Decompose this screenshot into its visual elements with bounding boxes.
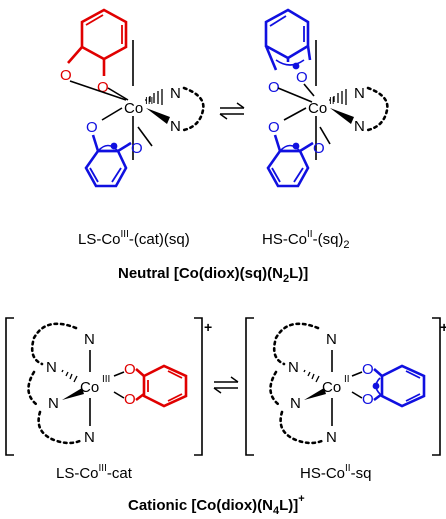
semiquinone-ring (84, 134, 132, 188)
hashed-wedge (145, 89, 163, 105)
oxygen-atom: O (313, 140, 325, 157)
bold-wedge (304, 388, 326, 400)
svg-text:LS-CoIII-cat: LS-CoIII-cat (56, 463, 133, 482)
cationic-hs-complex: + N N N N Co II O O (245, 317, 446, 456)
neutral-ls-complex: O O Co III N N O O (60, 8, 205, 188)
nitrogen-atom: N (48, 395, 59, 412)
oxidation-state: III (102, 374, 110, 385)
co-bonds (277, 40, 331, 160)
oxygen-atom: O (362, 361, 374, 378)
oxidation-state: II (344, 374, 350, 385)
cationic-ls-complex: + N N N N Co III O O (5, 317, 212, 456)
neutral-hs-complex: O O Co II N N O O (264, 8, 389, 188)
cobalt-atom: Co (308, 100, 327, 117)
nitrogen-atom: N (170, 85, 181, 102)
semiquinone-ring (266, 134, 314, 188)
cationic-title: Cationic [Co(diox)(N4L)]+ (128, 493, 305, 517)
square-bracket (245, 317, 441, 456)
nitrogen-atom: N (354, 85, 365, 102)
neutral-ls-label: LS-CoIII-(cat)(sq) (78, 229, 190, 248)
nitrogen-atom: N (326, 429, 337, 446)
nitrogen-atom: N (354, 118, 365, 135)
chelate-backbone (366, 86, 389, 132)
radical-dot (292, 62, 300, 70)
radical-dot (372, 382, 380, 390)
oxygen-atom: O (268, 79, 280, 96)
cobalt-atom: Co (124, 100, 143, 117)
charge-sign: + (440, 319, 446, 335)
radical-dot (292, 142, 300, 150)
macrocycle-backbone (27, 322, 84, 445)
nitrogen-atom: N (84, 331, 95, 348)
hashed-wedge (329, 89, 347, 105)
nitrogen-atom: N (84, 429, 95, 446)
radical-dot (110, 142, 118, 150)
charge-sign: + (204, 319, 212, 335)
catecholate-ring (67, 8, 128, 76)
macrocycle-backbone (269, 322, 326, 445)
semiquinone-ring (264, 8, 312, 71)
oxygen-atom: O (124, 361, 136, 378)
svg-text:LS-CoIII-(cat)(sq): LS-CoIII-(cat)(sq) (78, 229, 190, 248)
cobalt-atom: Co (80, 379, 99, 396)
oxygen-atom: O (268, 119, 280, 136)
bold-wedge (330, 108, 354, 124)
nitrogen-atom: N (290, 395, 301, 412)
square-bracket (5, 317, 203, 456)
hashed-wedge (61, 369, 78, 383)
cobalt-atom: Co (322, 379, 341, 396)
chelate-backbone (182, 86, 205, 132)
neutral-hs-label: HS-CoII-(sq)2 (262, 229, 350, 251)
oxygen-atom: O (296, 69, 308, 86)
nitrogen-atom: N (46, 359, 57, 376)
equilibrium-arrows (213, 376, 239, 394)
catecholate-ring (135, 364, 188, 408)
svg-text:Cationic [Co(diox)(N4L)]+: Cationic [Co(diox)(N4L)]+ (128, 493, 305, 517)
bold-wedge (62, 388, 84, 400)
neutral-title: Neutral [Co(diox)(sq)(N2L)] (118, 265, 308, 285)
oxygen-atom: O (60, 67, 72, 84)
cationic-ls-label: LS-CoIII-cat (56, 463, 133, 482)
co-bonds (69, 40, 153, 160)
oxygen-atom: O (86, 119, 98, 136)
bold-wedge (146, 108, 170, 124)
co-bonds (89, 350, 125, 426)
oxygen-atom: O (97, 79, 109, 96)
semiquinone-ring (373, 364, 426, 408)
nitrogen-atom: N (326, 331, 337, 348)
svg-text:HS-CoII-sq: HS-CoII-sq (300, 463, 371, 482)
co-bonds (331, 350, 363, 426)
oxidation-state: II (329, 96, 335, 107)
cationic-hs-label: HS-CoII-sq (300, 463, 371, 482)
equilibrium-arrows (219, 102, 245, 120)
nitrogen-atom: N (170, 118, 181, 135)
oxygen-atom: O (124, 391, 136, 408)
svg-text:Neutral [Co(diox)(sq)(N2L)]: Neutral [Co(diox)(sq)(N2L)] (118, 265, 308, 285)
oxidation-state: III (145, 96, 153, 107)
oxygen-atom: O (131, 140, 143, 157)
svg-text:HS-CoII-(sq)2: HS-CoII-(sq)2 (262, 229, 350, 251)
nitrogen-atom: N (288, 359, 299, 376)
oxygen-atom: O (362, 391, 374, 408)
hashed-wedge (303, 369, 320, 383)
